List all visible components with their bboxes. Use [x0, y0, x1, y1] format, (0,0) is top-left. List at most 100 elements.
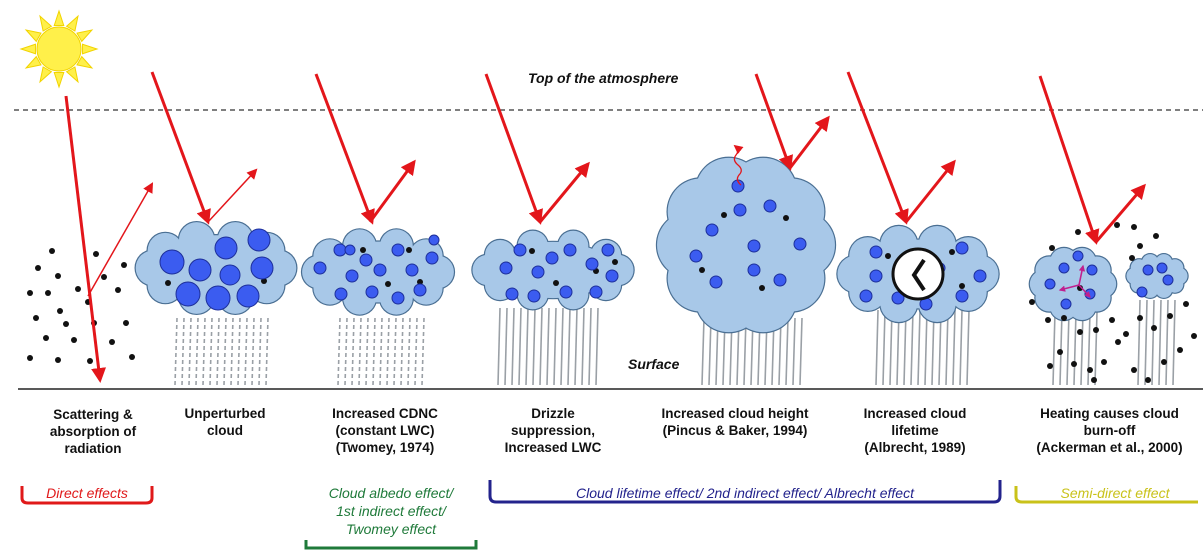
sun-ray — [19, 43, 36, 55]
rain-streak — [209, 317, 213, 386]
droplet — [869, 245, 883, 259]
rain-streak — [532, 307, 536, 386]
direct-effects-label: Direct effects — [46, 485, 128, 501]
sun-icon — [19, 9, 99, 89]
top-of-atmosphere-label: Top of the atmosphere — [528, 70, 679, 86]
aerosol-particle — [553, 280, 559, 286]
rain-streak — [1137, 299, 1141, 386]
droplet — [159, 249, 185, 275]
rain-streak — [1080, 311, 1084, 386]
aerosol-particle — [43, 335, 49, 341]
aerosol-particle — [109, 339, 115, 345]
rain-streak — [365, 317, 369, 386]
rain-streak — [195, 317, 199, 386]
heating-arrows-icon — [1058, 264, 1091, 298]
aerosol-particle — [55, 273, 61, 279]
scattered-radiation-arrow — [207, 168, 258, 223]
rain-streak — [1087, 311, 1091, 386]
droplet — [391, 243, 405, 257]
rain-streak — [1165, 299, 1169, 386]
panel-label-cdnc: Increased CDNC (constant LWC) (Twomey, 1… — [332, 406, 438, 455]
aerosol-particle — [959, 283, 965, 289]
rain-streak — [966, 309, 970, 386]
aerosol-particle — [1077, 285, 1083, 291]
sun-ray — [76, 29, 94, 43]
aerosol-particle — [27, 355, 33, 361]
radiation-arrow — [1038, 75, 1100, 245]
droplet — [559, 285, 573, 299]
aerosol-particle — [360, 247, 366, 253]
aerosol-particle — [123, 320, 129, 326]
aerosol-particle — [1115, 339, 1121, 345]
aerosol-particle — [612, 259, 618, 265]
rain-streak — [351, 317, 355, 386]
rain-streak — [174, 317, 178, 386]
rain-streak — [414, 317, 418, 386]
rain-streak — [230, 317, 234, 386]
aerosol-particle — [949, 249, 955, 255]
droplet — [1044, 278, 1056, 290]
aerosol-particle — [1161, 359, 1167, 365]
panel-label-burnoff: Heating causes cloud burn-off (Ackerman … — [1036, 406, 1183, 455]
droplet — [247, 228, 271, 252]
droplet — [563, 243, 577, 257]
aerosol-particle — [885, 253, 891, 259]
droplet — [1142, 264, 1154, 276]
rain-streak — [799, 317, 803, 386]
rain-streak — [344, 317, 348, 386]
aerosol-particle — [529, 248, 535, 254]
droplet — [589, 285, 603, 299]
droplet — [585, 257, 599, 271]
rain-streak — [581, 307, 585, 386]
aerosol-particle — [35, 265, 41, 271]
aerosol-particle — [1177, 347, 1183, 353]
aerosol-particle — [27, 290, 33, 296]
aerosol-particle — [115, 287, 121, 293]
aerosol-particle — [1123, 331, 1129, 337]
rain-streak — [216, 317, 220, 386]
radiation-arrow — [538, 161, 590, 223]
scattered-radiation-arrow — [87, 182, 154, 297]
sun-ray — [65, 66, 79, 84]
droplet — [345, 269, 359, 283]
droplet — [891, 291, 905, 305]
radiation-arrow — [1094, 183, 1146, 243]
droplet — [428, 234, 440, 246]
droplet — [1162, 274, 1174, 286]
lifetime-effect-label: Cloud lifetime effect/ 2nd indirect effe… — [576, 485, 914, 501]
droplet — [513, 243, 527, 257]
radiation-arrow — [150, 71, 211, 225]
rain-streak — [903, 309, 907, 386]
rain-streak — [959, 309, 963, 386]
rain-streak — [882, 309, 886, 386]
lifetime-effect-bracket — [488, 480, 1002, 504]
droplet — [214, 236, 238, 260]
aerosol-particle — [1075, 229, 1081, 235]
radiation-arrow — [484, 73, 543, 225]
rain-streak — [785, 317, 789, 386]
rain-streak — [553, 307, 557, 386]
rain-streak — [223, 317, 227, 386]
aerosol-particle — [1029, 299, 1035, 305]
rain-streak — [518, 307, 522, 386]
semidirect-effect-label: Semi-direct effect — [1060, 485, 1170, 501]
droplet — [205, 285, 231, 311]
droplet — [236, 284, 260, 308]
aerosol-particle — [33, 315, 39, 321]
aerosol-particle — [385, 281, 391, 287]
rain-streak — [358, 317, 362, 386]
aerosol-particle — [417, 279, 423, 285]
rain-streak — [875, 309, 879, 386]
rain-streak — [237, 317, 241, 386]
droplet — [869, 269, 883, 283]
rain-streak — [393, 317, 397, 386]
droplet — [391, 291, 405, 305]
rain-streak — [1059, 311, 1063, 386]
droplet — [605, 269, 619, 283]
rain-streak — [701, 317, 705, 386]
droplet — [365, 285, 379, 299]
solar-radiation-arrows — [64, 71, 1146, 383]
sun-ray — [24, 55, 42, 69]
rain-streak — [595, 307, 599, 386]
aerosol-particle — [1151, 325, 1157, 331]
